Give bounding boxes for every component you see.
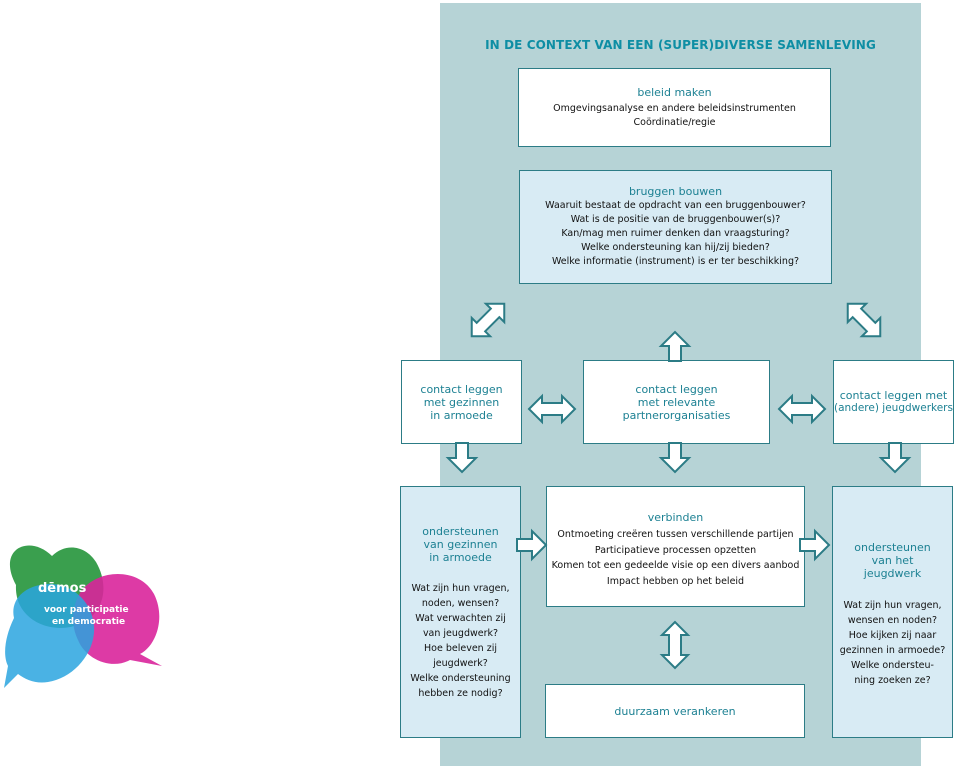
contact-partners-line: partnerorganisaties: [622, 408, 731, 422]
ondersteunen-gezinnen-heading: in armoede: [429, 551, 492, 564]
ondersteunen-gezinnen-line: Hoe beleven zij: [424, 643, 497, 654]
double-arrow-icon: [528, 395, 576, 423]
ondersteunen-jeugdwerk-heading: jeugdwerk: [863, 567, 922, 580]
box-verbinden: verbinden Ontmoeting creëren tussen vers…: [546, 486, 805, 607]
contact-jeugdwerkers-line: contact leggen met: [839, 389, 948, 402]
contact-gezinnen-line: contact leggen: [420, 382, 503, 396]
bruggen-line: Waaruit bestaat de opdracht van een brug…: [545, 200, 806, 211]
beleid-heading: beleid maken: [637, 85, 712, 99]
box-duurzaam-verankeren: duurzaam verankeren: [545, 684, 805, 738]
down-arrow-icon: [660, 442, 690, 473]
box-bruggen-bouwen: bruggen bouwen Waaruit bestaat de opdrac…: [519, 170, 832, 284]
ondersteunen-jeugdwerk-line: ning zoeken ze?: [854, 675, 931, 686]
ondersteunen-jeugdwerk-heading: ondersteunen: [854, 541, 931, 554]
box-contact-partners: contact leggen met relevante partnerorga…: [583, 360, 770, 444]
ondersteunen-gezinnen-heading: ondersteunen: [422, 525, 499, 538]
box-ondersteunen-jeugdwerk: ondersteunen van het jeugdwerk Wat zijn …: [832, 486, 953, 738]
bruggen-heading: bruggen bouwen: [628, 185, 723, 198]
contact-gezinnen-line: in armoede: [430, 408, 493, 422]
down-arrow-icon: [447, 442, 477, 473]
bruggen-line: Welke ondersteuning kan hij/zij bieden?: [581, 242, 770, 253]
logo-tagline: voor participatie: [44, 605, 129, 615]
ondersteunen-jeugdwerk-line: Welke ondersteu-: [851, 660, 934, 671]
ondersteunen-jeugdwerk-line: Hoe kijken zij naar: [848, 630, 937, 641]
ondersteunen-gezinnen-line: Wat zijn hun vragen,: [411, 583, 510, 594]
verbinden-line: Participatieve processen opzetten: [594, 544, 757, 556]
contact-gezinnen-line: met gezinnen: [423, 395, 500, 409]
right-arrow-icon: [516, 530, 547, 560]
verbinden-heading: verbinden: [647, 511, 704, 524]
diagonal-arrow-icon: [837, 293, 891, 347]
verankeren-heading: duurzaam verankeren: [614, 705, 736, 718]
diagram-title: IN DE CONTEXT VAN EEN (SUPER)DIVERSE SAM…: [485, 38, 876, 52]
ondersteunen-gezinnen-line: Welke ondersteuning: [410, 673, 511, 684]
verbinden-line: Impact hebben op het beleid: [606, 575, 745, 587]
logo-name: dēmos: [38, 581, 87, 596]
box-contact-jeugdwerkers: contact leggen met (andere) jeugdwerkers: [833, 360, 954, 444]
contact-partners-line: met relevante: [637, 395, 716, 409]
contact-partners-line: contact leggen: [635, 382, 718, 396]
ondersteunen-gezinnen-line: Wat verwachten zij: [415, 613, 506, 624]
double-vertical-arrow-icon: [661, 621, 689, 669]
ondersteunen-gezinnen-heading: van gezinnen: [423, 538, 498, 551]
diagonal-arrow-icon: [461, 293, 515, 347]
down-arrow-icon: [880, 442, 910, 473]
demos-logo: dēmos voor participatie en democratie: [4, 545, 162, 688]
verbinden-line: Ontmoeting creëren tussen verschillende …: [557, 529, 794, 540]
ondersteunen-gezinnen-line: jeugdwerk?: [433, 658, 488, 669]
bruggen-line: Kan/mag men ruimer denken dan vraagsturi…: [561, 228, 790, 239]
ondersteunen-gezinnen-line: van jeugdwerk?: [422, 628, 499, 639]
bruggen-line: Welke informatie (instrument) is er ter …: [551, 256, 800, 267]
ondersteunen-jeugdwerk-line: Wat zijn hun vragen,: [843, 600, 942, 611]
beleid-line: Coördinatie/regie: [633, 116, 716, 128]
beleid-line: Omgevingsanalyse en andere beleidsinstru…: [553, 102, 796, 114]
double-arrow-icon: [778, 395, 826, 423]
box-ondersteunen-gezinnen: ondersteunen van gezinnen in armoede Wat…: [400, 486, 521, 738]
verbinden-line: Komen tot een gedeelde visie op een dive…: [551, 560, 800, 571]
ondersteunen-gezinnen-line: noden, wensen?: [421, 598, 500, 609]
right-arrow-icon: [799, 530, 830, 560]
box-beleid-maken: beleid maken Omgevingsanalyse en andere …: [518, 68, 831, 147]
ondersteunen-jeugdwerk-line: wensen en noden?: [847, 615, 938, 626]
contact-jeugdwerkers-line: (andere) jeugdwerkers: [834, 402, 953, 414]
ondersteunen-jeugdwerk-heading: van het: [871, 554, 914, 567]
ondersteunen-jeugdwerk-line: gezinnen in armoede?: [839, 645, 946, 656]
bruggen-line: Wat is de positie van de bruggenbouwer(s…: [570, 214, 781, 225]
logo-tagline: en democratie: [52, 617, 125, 627]
logo-magenta-bubble: [73, 573, 162, 666]
logo-blue-bubble: [4, 583, 95, 688]
up-arrow-icon: [660, 331, 690, 362]
ondersteunen-gezinnen-line: hebben ze nodig?: [418, 688, 503, 699]
